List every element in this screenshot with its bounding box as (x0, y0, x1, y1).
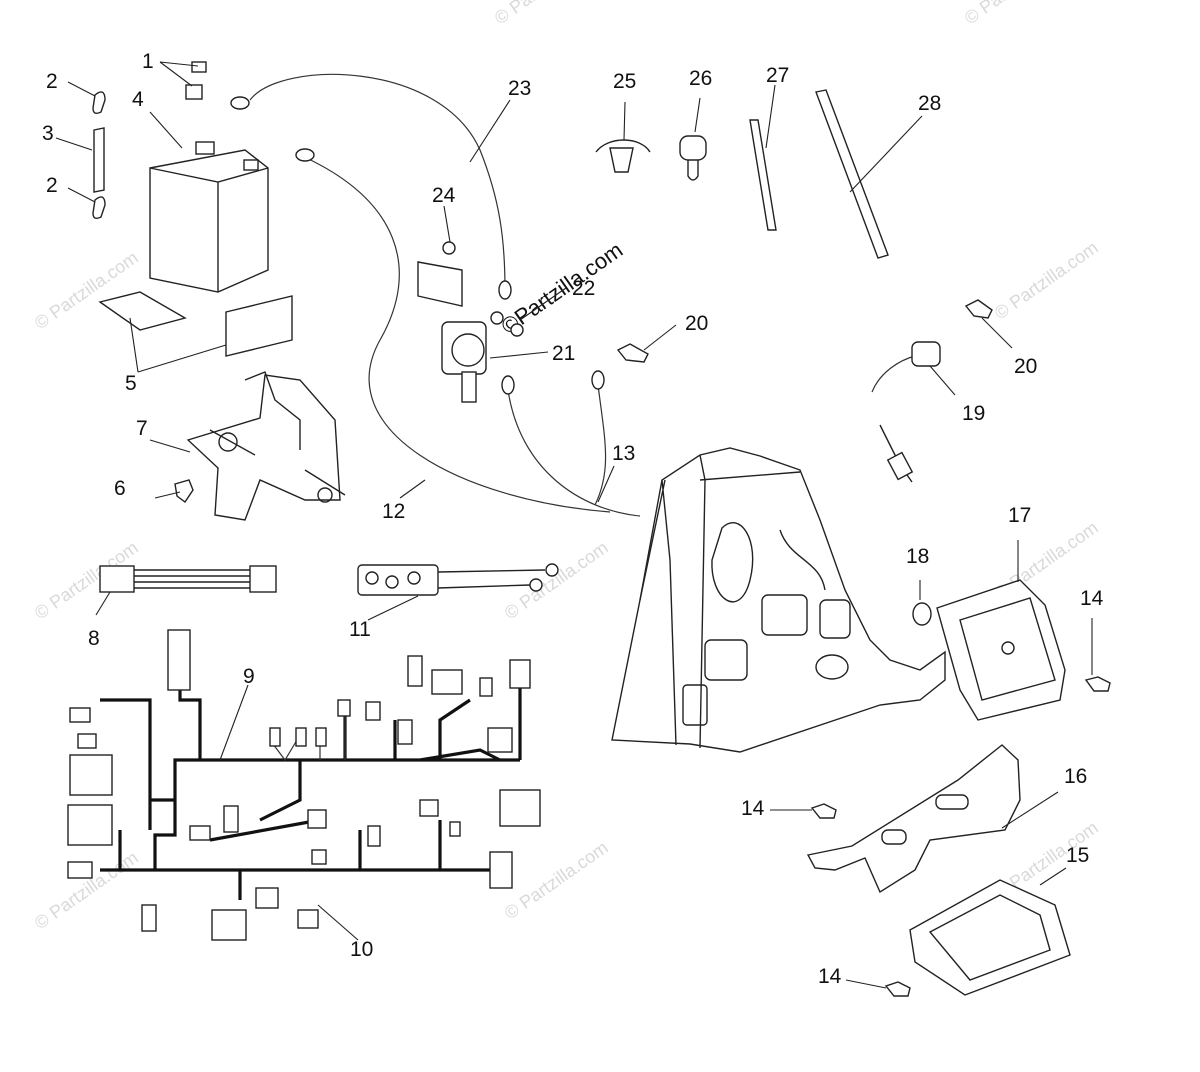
watermark: © Partzilla.com (491, 0, 602, 28)
callout-16: 16 (1064, 765, 1087, 788)
watermark: © Partzilla.com (991, 237, 1102, 323)
battery-strap-part (92, 91, 106, 220)
callout-25: 25 (613, 70, 636, 93)
washer-part (912, 602, 932, 626)
cable-tie-long-part (815, 89, 889, 259)
battery-bracket-part (186, 371, 346, 521)
watermark: © Partzilla.com (961, 0, 1072, 28)
callout-2: 2 (46, 70, 58, 93)
callout-7: 7 (136, 417, 148, 440)
battery-cables (230, 73, 641, 517)
control-box-part (909, 879, 1071, 996)
screw-part (964, 299, 993, 319)
leader-lines (55, 61, 1093, 989)
callout-18: 18 (906, 545, 929, 568)
harness-adapter-part (99, 565, 277, 593)
callout-23: 23 (508, 77, 531, 100)
callout-21: 21 (552, 342, 575, 365)
watermark: © Partzilla.com (501, 537, 612, 623)
callout-3: 3 (42, 122, 54, 145)
wire-clip-part (595, 139, 651, 173)
battery-terminal-bolt-part (185, 61, 207, 100)
callout-27: 27 (766, 64, 789, 87)
sensor-part (871, 341, 941, 483)
callout-14: 14 (818, 965, 842, 988)
grommet-part (679, 135, 707, 181)
callout-20: 20 (685, 312, 708, 335)
callout-17: 17 (1008, 504, 1031, 527)
callout-10: 10 (350, 938, 373, 961)
callout-1: 1 (142, 50, 154, 73)
callout-20: 20 (1014, 355, 1037, 378)
frame-panel-part (611, 447, 946, 753)
callout-11: 11 (349, 618, 371, 641)
screw-part (1084, 676, 1111, 692)
ground-cable-part (357, 563, 559, 596)
callout-19: 19 (962, 402, 985, 425)
callout-12: 12 (382, 500, 405, 523)
callout-14: 14 (1080, 587, 1104, 610)
callout-8: 8 (88, 627, 100, 650)
screw-part (810, 803, 837, 819)
watermark: © Partzilla.com (501, 837, 612, 923)
callout-5: 5 (125, 372, 137, 395)
cable-tie-part (749, 119, 777, 231)
callout-4: 4 (132, 88, 144, 111)
callout-13: 13 (612, 442, 635, 465)
callout-24: 24 (432, 184, 456, 207)
callout-26: 26 (689, 67, 712, 90)
battery-part (149, 141, 269, 293)
rivet-part (174, 479, 194, 504)
callout-6: 6 (114, 477, 126, 500)
callout-28: 28 (918, 92, 941, 115)
starter-solenoid-part (417, 241, 524, 403)
decal-part (98, 291, 293, 357)
ecu-module-part (936, 579, 1066, 721)
callout-14: 14 (741, 797, 765, 820)
mounting-bracket-part (806, 744, 1021, 894)
callout-labels: 1 2 3 2 4 5 6 7 8 9 10 11 12 13 14 14 14… (42, 50, 1104, 988)
callout-2: 2 (46, 174, 58, 197)
main-wiring-harness-part (67, 629, 541, 941)
callout-22: 22 (572, 277, 595, 300)
screw-part (884, 981, 911, 997)
watermark: © Partzilla.com (31, 847, 142, 933)
callout-15: 15 (1066, 844, 1089, 867)
screw-part (616, 343, 649, 363)
watermark: © Partzilla.com (31, 247, 142, 333)
callout-9: 9 (243, 665, 255, 688)
